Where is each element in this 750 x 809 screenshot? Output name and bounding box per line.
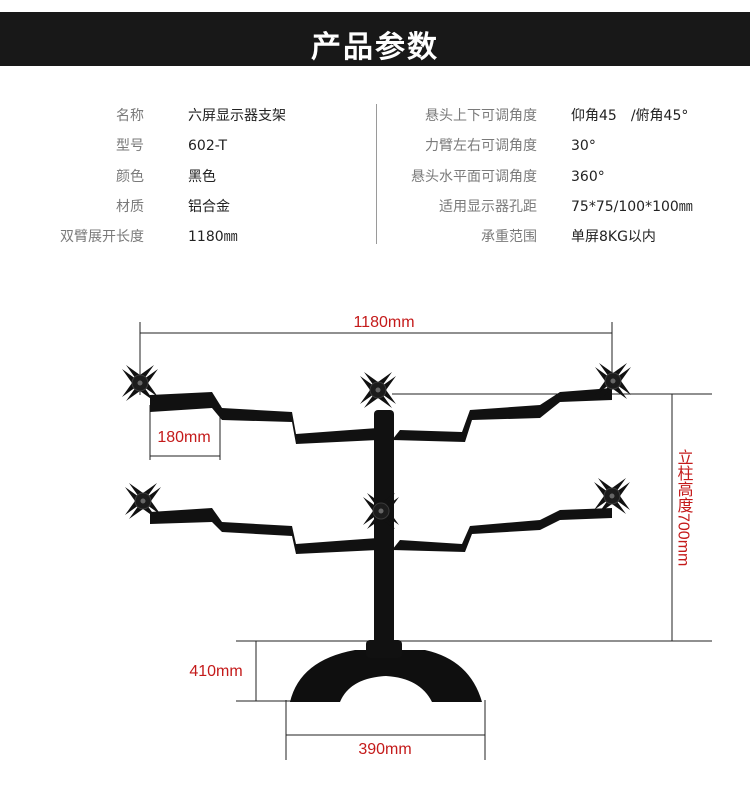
spec-value-name: 六屏显示器支架 [188,108,286,124]
dim-label-base-width: 390mm [358,741,411,758]
spec-value-material: 铝合金 [188,199,230,215]
spec-label-tilt: 悬头上下可调角度 [425,108,537,124]
spec-label-model: 型号 [116,138,144,154]
spec-label-swivel: 力臂左右可调角度 [425,138,537,154]
product-dimension-diagram: 1180mm 180mm 410mm 390mm 立柱高度700mm [121,314,712,760]
lower-arms [150,508,612,554]
stand-pole [374,410,394,658]
dim-label-arm-segment: 180mm [157,429,210,446]
spec-value-swivel: 30° [571,138,596,154]
dim-label-total-width: 1180mm [353,314,414,331]
spec-label-arm-length: 双臂展开长度 [60,229,144,245]
spec-value-arm-length: 1180㎜ [188,229,238,245]
dim-label-base-height: 410mm [189,663,242,680]
spec-value-load: 单屏8KG以内 [571,229,656,245]
page-title: 产品参数 [311,30,439,65]
dimension-lines [139,322,712,760]
spec-label-vesa: 适用显示器孔距 [439,199,537,215]
spec-value-rotation: 360° [571,169,605,185]
vesa-plate-top-center [359,371,397,409]
spec-value-vesa: 75*75/100*100㎜ [571,199,693,215]
stand-base [290,650,482,702]
spec-label-color: 颜色 [116,169,144,185]
upper-arms [150,388,612,444]
spec-divider [376,104,377,244]
spec-value-tilt: 仰角45 /俯角45° [571,108,689,124]
spec-label-rotation: 悬头水平面可调角度 [411,169,537,185]
title-banner: 产品参数 [0,12,750,66]
spec-label-name: 名称 [116,108,144,124]
spec-value-color: 黑色 [188,169,216,185]
spec-label-load: 承重范围 [481,229,537,245]
spec-label-material: 材质 [116,199,144,215]
dim-label-pole-height: 立柱高度700mm [675,449,694,566]
spec-value-model: 602-T [188,138,228,154]
